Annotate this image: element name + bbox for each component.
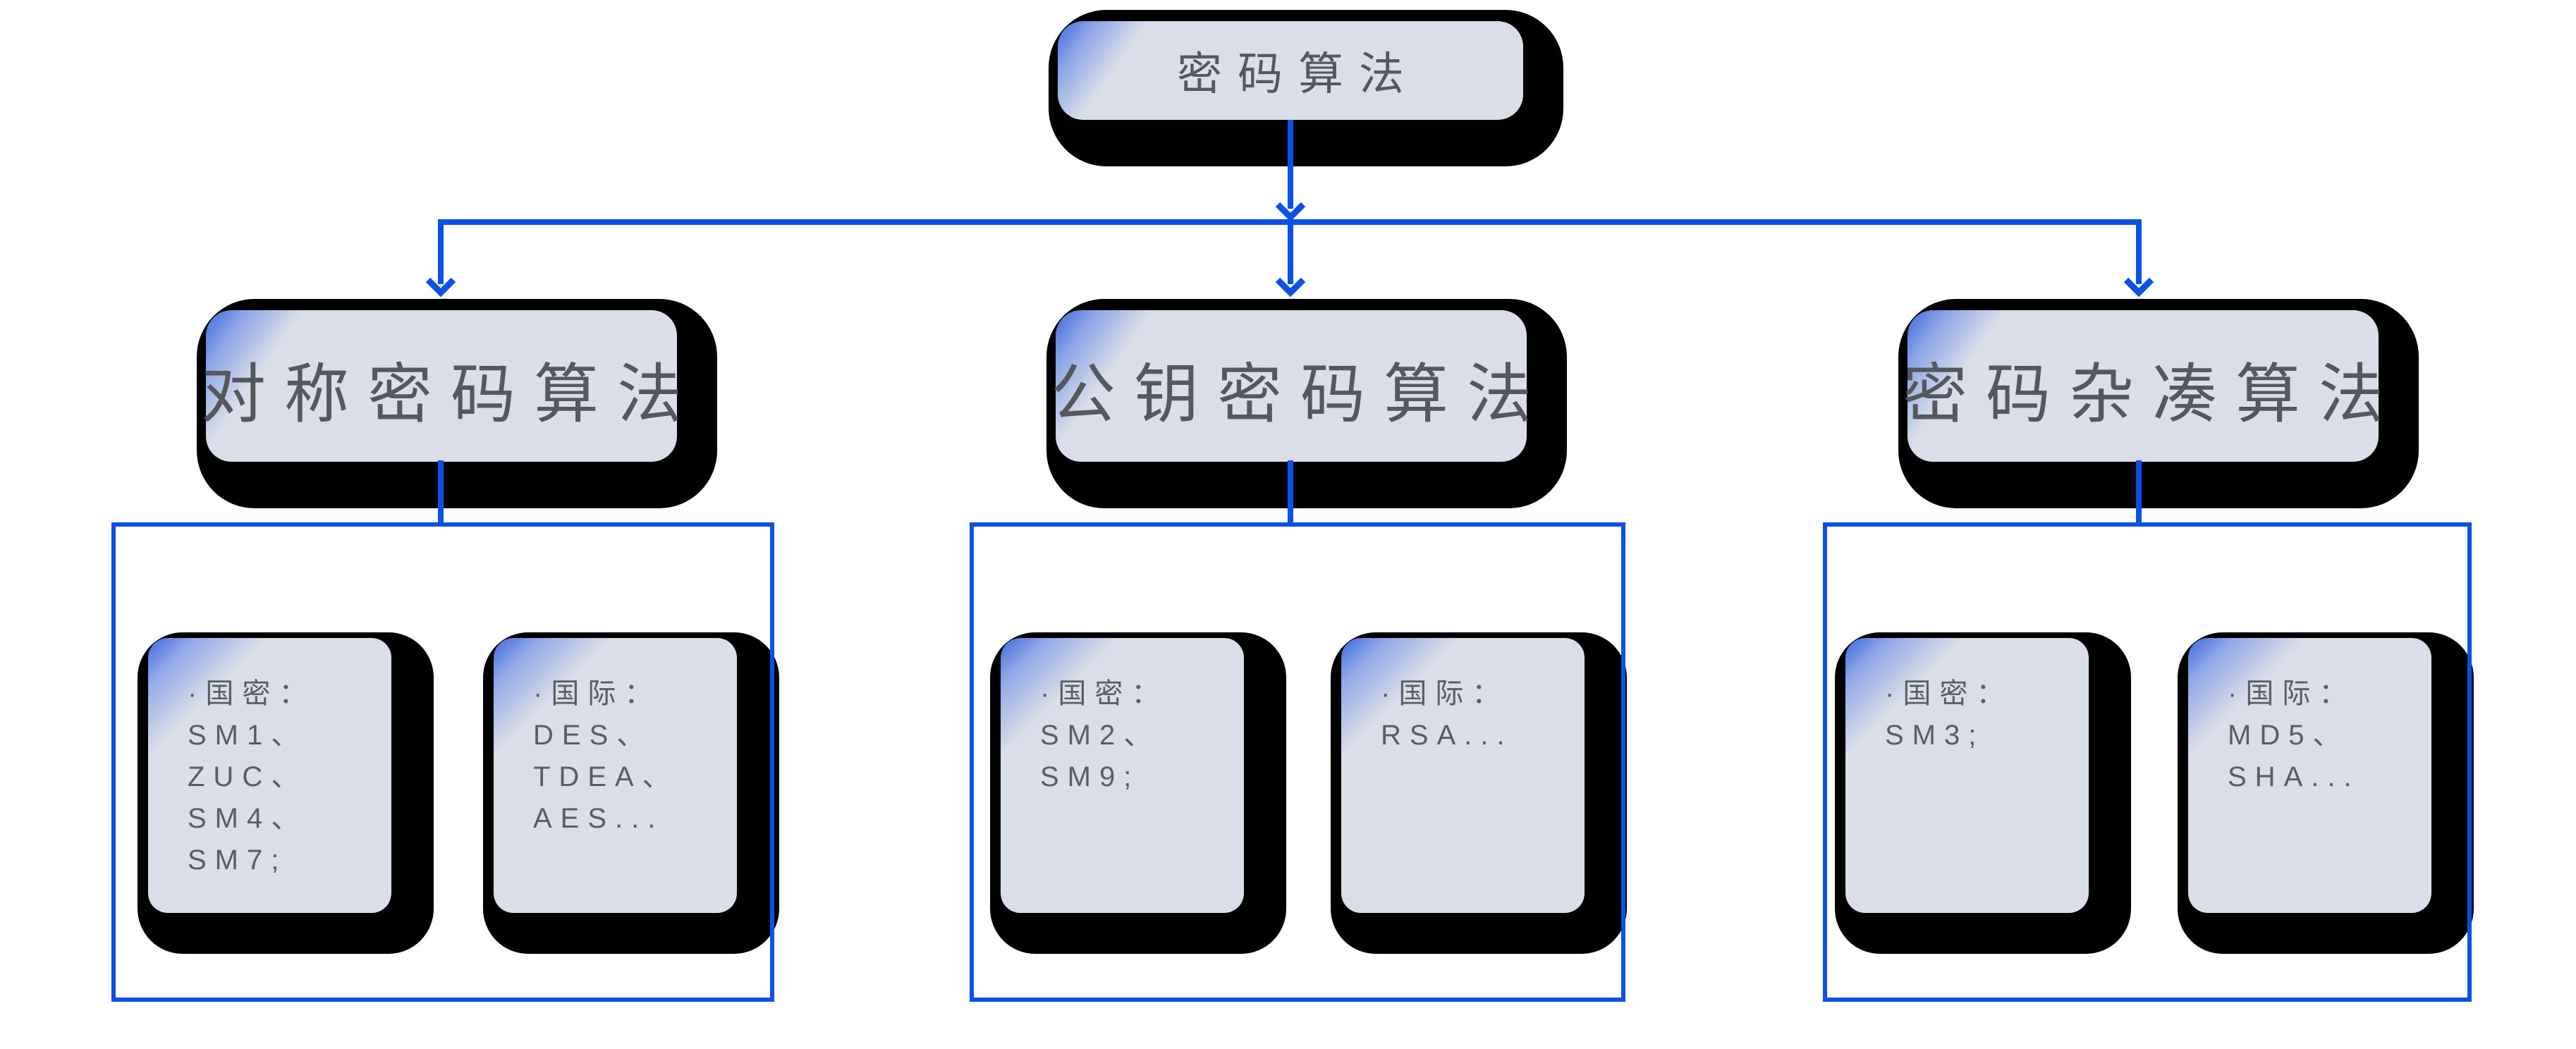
card-text-line: SM1、 bbox=[188, 720, 308, 751]
card-symmetric-guomi: ·国密： SM1、 ZUC、 SM4、 SM7; bbox=[148, 638, 391, 913]
card-text-line: DES、 bbox=[533, 720, 654, 751]
card-text-line: RSA... bbox=[1381, 720, 1513, 751]
card-hash-intl-text: ·国际： MD5、 SHA... bbox=[2228, 673, 2424, 798]
branch-hash-label: 密码杂凑算法 bbox=[1903, 359, 2403, 431]
card-publickey-guomi: ·国密： SM2、 SM9; bbox=[1001, 638, 1244, 913]
card-symmetric-intl-text: ·国际： DES、 TDEA、 AES... bbox=[533, 673, 730, 840]
arrow-down-icon bbox=[425, 277, 456, 297]
branch-publickey-node: 公钥密码算法 bbox=[1051, 310, 1532, 462]
card-text-line: SM9; bbox=[1040, 761, 1140, 792]
card-publickey-guomi-text: ·国密： SM2、 SM9; bbox=[1040, 673, 1237, 798]
arrow-down-icon bbox=[2123, 277, 2154, 297]
card-text-line: AES... bbox=[533, 803, 664, 834]
group-symmetric-outline bbox=[111, 522, 774, 1002]
root-node-label: 密码算法 bbox=[1177, 49, 1420, 99]
card-publickey-intl-text: ·国际： RSA... bbox=[1381, 673, 1577, 756]
group-publickey-outline bbox=[970, 522, 1625, 1002]
branch-symmetric-node: 对称密码算法 bbox=[201, 310, 682, 462]
card-text-line: ·国密： bbox=[1040, 678, 1168, 709]
card-text-line: ·国际： bbox=[533, 678, 661, 709]
card-symmetric-intl: ·国际： DES、 TDEA、 AES... bbox=[494, 638, 737, 913]
card-hash-intl: ·国际： MD5、 SHA... bbox=[2188, 638, 2431, 913]
card-text-line: ·国际： bbox=[1381, 678, 1509, 709]
card-symmetric-guomi-text: ·国密： SM1、 ZUC、 SM4、 SM7; bbox=[188, 673, 384, 881]
arrow-down-icon bbox=[1275, 277, 1306, 297]
branch-hash-node: 密码杂凑算法 bbox=[1903, 310, 2383, 462]
card-hash-guomi-text: ·国密： SM3; bbox=[1885, 673, 2082, 756]
connector-distribution-bar bbox=[438, 219, 2142, 284]
card-text-line: SM7; bbox=[188, 845, 288, 876]
card-text-line: ·国密： bbox=[188, 678, 316, 709]
arrow-down-icon bbox=[1275, 202, 1306, 222]
branch-symmetric-label: 对称密码算法 bbox=[201, 359, 701, 431]
branch-publickey-label: 公钥密码算法 bbox=[1051, 359, 1551, 431]
card-hash-guomi: ·国密： SM3; bbox=[1845, 638, 2089, 913]
card-text-line: ·国际： bbox=[2228, 678, 2356, 709]
card-publickey-intl: ·国际： RSA... bbox=[1341, 638, 1585, 913]
card-text-line: SM3; bbox=[1885, 720, 1985, 751]
card-text-line: SHA... bbox=[2228, 761, 2360, 792]
card-text-line: MD5、 bbox=[2228, 720, 2350, 751]
root-node: 密码算法 bbox=[1058, 21, 1523, 120]
card-text-line: TDEA、 bbox=[533, 761, 679, 792]
card-text-line: ZUC、 bbox=[188, 761, 308, 792]
card-text-line: SM4、 bbox=[188, 803, 308, 834]
card-text-line: ·国密： bbox=[1885, 678, 2013, 709]
card-text-line: SM2、 bbox=[1040, 720, 1161, 751]
group-hash-outline bbox=[1823, 522, 2472, 1002]
